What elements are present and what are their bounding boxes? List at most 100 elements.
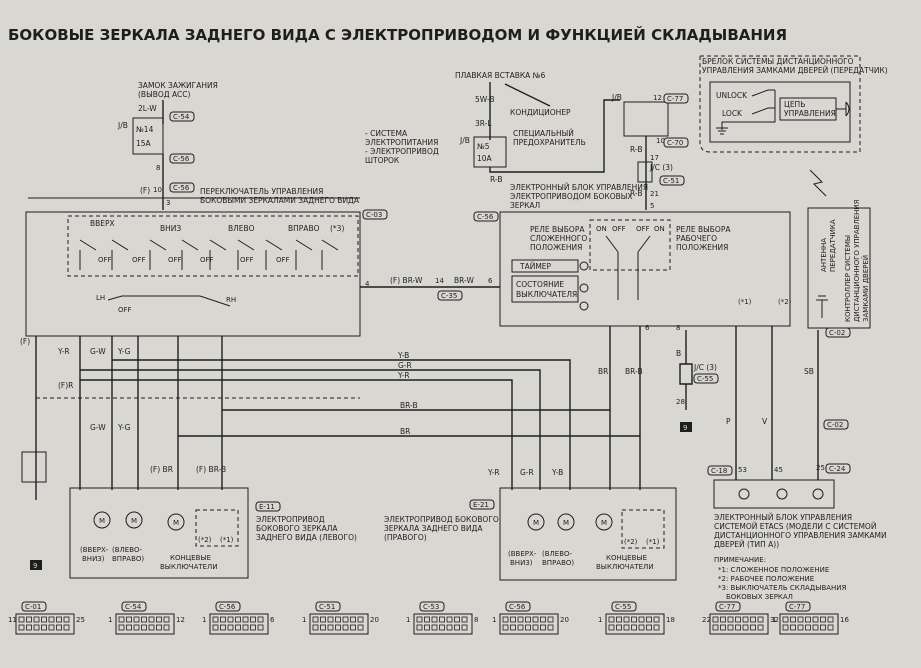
wire-label-5w-b: 5W-B: [475, 95, 494, 104]
fuse-5-rating: 10A: [477, 154, 493, 163]
connector-pin-right: 25: [76, 616, 85, 624]
svg-text:M: M: [173, 519, 179, 527]
controller-label3: ЗАМКАМИ ДВЕРЕЙ: [861, 255, 870, 322]
ac-label: КОНДИЦИОНЕР: [510, 108, 571, 117]
wire-label-r-b-3: R-B: [630, 189, 643, 198]
svg-text:E-11: E-11: [259, 503, 275, 511]
svg-text:C-51: C-51: [663, 177, 679, 185]
connector-tag: C-55: [615, 603, 631, 611]
connector-pin-left: 1: [772, 616, 776, 624]
keyfob-outline: [699, 55, 861, 153]
system-label2: ЭЛЕКТРОПИТАНИЯ: [365, 138, 438, 147]
tag-c56-top: C-56: [169, 153, 195, 164]
note-3: *3: ВЫКЛЮЧАТЕЛЬ СКЛАДЫВАНИЯ: [718, 584, 847, 592]
system-label1: - СИСТЕМА: [365, 129, 408, 138]
wire-label-f: (F): [20, 337, 30, 346]
wire-label-g-r-2: G-R: [520, 468, 534, 477]
tag-c55: C-55: [693, 373, 719, 384]
svg-text:OFF: OFF: [240, 256, 254, 264]
wire-label-2l-w: 2L-W: [138, 104, 157, 113]
left-n1: (*1): [220, 536, 234, 544]
connector-tag: C-56: [509, 603, 526, 611]
state-label2: ВЫКЛЮЧАТЕЛЯ: [516, 290, 577, 299]
svg-text:C-24: C-24: [829, 465, 846, 473]
relay-fold-label3: ПОЛОЖЕНИЯ: [530, 243, 582, 252]
svg-text:C-56: C-56: [477, 213, 494, 221]
svg-text:M: M: [563, 519, 569, 527]
left-m1-a: (ВВЕРХ-: [80, 546, 109, 554]
relay-dash-box: [589, 219, 671, 271]
tag-c03: C-03: [362, 209, 388, 220]
wire-label-y-g: Y-G: [117, 347, 131, 356]
relay-contacts: [605, 235, 651, 300]
state-label1: СОСТОЯНИЕ: [516, 280, 564, 289]
wire-label-v: V: [762, 417, 768, 426]
right-limit-switch-box: [621, 509, 665, 549]
wire-label-br-b: BR-B: [400, 401, 418, 410]
right-m1-a: (ВВЕРХ-: [508, 550, 537, 558]
pin-14-ecu: 14: [435, 277, 444, 285]
tag-c70: C-70: [663, 137, 689, 148]
wire-f-label: (F): [140, 186, 150, 195]
ecu-block: [499, 211, 791, 327]
fusible-link-label: ПЛАВКАЯ ВСТАВКА №6: [455, 71, 545, 80]
connector-pin-left: 1: [202, 616, 206, 624]
connector-tag: C-53: [423, 603, 439, 611]
connector-pin-right: 8: [474, 616, 478, 624]
wire-label-fr: (F)R: [58, 381, 73, 390]
svg-text:C-54: C-54: [173, 113, 190, 121]
left-m1-b: ВНИЗ): [82, 555, 105, 563]
right-m2-b: ВПРАВО): [542, 559, 574, 567]
connector-tag: C-51: [319, 603, 335, 611]
etacs-transistor3: [812, 488, 824, 500]
controller-label1: КОНТРОЛЛЕР СИСТЕМЫ: [844, 235, 852, 322]
jb-label-left: J/B: [117, 121, 128, 130]
pin-17: 17: [650, 154, 659, 162]
jc3-label-top: J/C (3): [649, 163, 673, 172]
keyfob-circuit1: ЦЕПЬ: [784, 100, 805, 109]
svg-text:C-77: C-77: [667, 95, 683, 103]
ecu-label2: ЭЛЕКТРОПРИВОДОМ БОКОВЫХ: [510, 192, 633, 201]
system-label4: ШТОРОК: [365, 156, 400, 165]
wire-r-b-top: [489, 99, 620, 173]
svg-text:OFF: OFF: [132, 256, 146, 264]
keyfob-label1: БРЕЛОК СИСТЕМЫ ДИСТАНЦИОННОГО: [702, 57, 854, 66]
tag-c02-b: C-02: [823, 419, 849, 430]
left-mirror-label2: БОКОВОГО ЗЕРКАЛА: [256, 524, 338, 533]
switch-label2: БОКОВЫМИ ЗЕРКАЛАМИ ЗАДНЕГО ВИДА: [200, 196, 360, 205]
ecu-note2: (*2): [778, 298, 792, 306]
fuse-14-number: №14: [136, 125, 154, 134]
left-jc-box: [21, 451, 47, 483]
relay-fold-label1: РЕЛЕ ВЫБОРА: [530, 225, 585, 234]
connector-pin-right: 32: [770, 616, 779, 624]
note-1: *1: СЛОЖЕННОЕ ПОЛОЖЕНИЕ: [718, 566, 829, 574]
tag-e21: E-21: [469, 499, 495, 510]
wire-label-p: P: [726, 417, 731, 426]
svg-text:OFF: OFF: [98, 256, 112, 264]
connector-pin-left: 1: [598, 616, 602, 624]
ecu-label1: ЭЛЕКТРОННЫЙ БЛОК УПРАВЛЕНИЯ: [510, 183, 648, 192]
etacs-block: [713, 479, 835, 509]
left-m2-a: (ВЛЕВО-: [112, 546, 143, 554]
tag-c24: C-24: [825, 463, 851, 474]
switch-off: OFF: [118, 306, 132, 314]
radio-signal-icon: [809, 169, 827, 197]
right-m2-a: (ВЛЕВО-: [542, 550, 573, 558]
connector-tag: C-54: [125, 603, 142, 611]
pin-5: 5: [650, 202, 654, 210]
left-mirror-label1: ЭЛЕКТРОПРИВОД: [256, 515, 325, 524]
ground-icon-left: [30, 560, 42, 570]
ground-label-right: 9: [683, 424, 687, 432]
wire-label-br-b-2: BR-B: [625, 367, 643, 376]
left-m2-b: ВПРАВО): [112, 555, 144, 563]
connector-pin-left: 1: [302, 616, 306, 624]
connector-tag: C-01: [25, 603, 41, 611]
tag-c54: C-54: [169, 111, 195, 122]
wire-label-b: B: [676, 349, 681, 358]
